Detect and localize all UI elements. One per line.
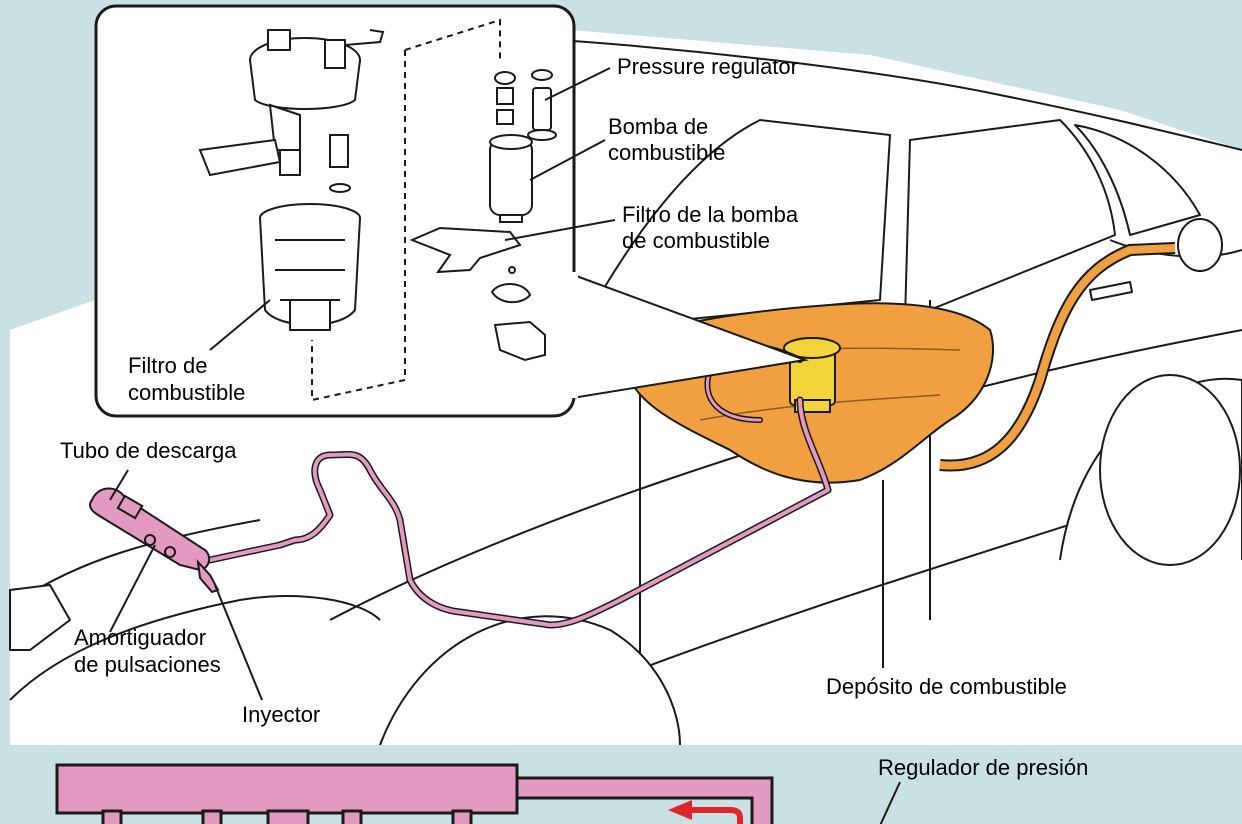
- car-front-window: [904, 119, 1116, 321]
- schematic-injector-1: [101, 809, 123, 824]
- label-fuel-tank: Depósito de combustible: [826, 674, 1067, 699]
- car-rear-wheel: [1099, 374, 1241, 566]
- label-fuel-pump-line1: Bomba de: [608, 114, 708, 139]
- return-flow-arrowhead: [668, 800, 692, 820]
- inset-panel: Pressure regulator Bomba de combustible …: [94, 4, 809, 418]
- car-rear-window: [1074, 124, 1201, 236]
- leader-pressure-regulator: [544, 67, 611, 101]
- label-pump-filter-line1: Filtro de la bomba: [622, 202, 799, 227]
- injector-shape: [196, 559, 220, 594]
- schematic-injector-5: [451, 809, 473, 824]
- explode-dashed-line: [311, 18, 501, 402]
- delivery-pipe: [89, 487, 220, 594]
- leader-pressure-regulator-es: [879, 781, 901, 824]
- leader-injector: [214, 584, 263, 701]
- label-pressure-regulator: Pressure regulator: [617, 54, 798, 79]
- leader-fuel-filter: [209, 299, 271, 351]
- pressure-regulator-component: [494, 69, 557, 141]
- car-roof: [559, 39, 1242, 151]
- label-damper-line2: de pulsaciones: [74, 652, 221, 677]
- label-delivery-pipe: Tubo de descarga: [60, 438, 237, 463]
- return-flow-arrow: [690, 807, 743, 824]
- car-front-wheel-arch: [379, 615, 681, 746]
- leader-lines: [209, 67, 616, 351]
- leader-delivery-pipe: [109, 469, 129, 501]
- label-injector: Inyector: [242, 702, 320, 727]
- inset-pointer-cover: [570, 272, 578, 398]
- fuel-filler-door: [1177, 218, 1223, 272]
- label-pressure-regulator-es: Regulador de presión: [878, 755, 1088, 780]
- schematic-injector-2: [201, 809, 223, 824]
- leader-pump-filter: [504, 219, 616, 241]
- leader-fuel-pump: [529, 139, 606, 181]
- schematic-injector-3: [266, 809, 310, 824]
- leader-damper: [109, 544, 156, 633]
- fuel-filler-pipe-fill: [939, 244, 1176, 470]
- fuel-line-fill: [208, 398, 830, 627]
- schematic-rail: [55, 763, 519, 815]
- injector-tip-2: [164, 546, 176, 558]
- car-windshield: [579, 119, 891, 331]
- schematic-injector-4: [341, 809, 363, 824]
- fuel-filter-component: [259, 203, 361, 331]
- pump-filter-component: [409, 226, 546, 362]
- car-door-handle: [1089, 281, 1133, 301]
- injector-tip: [144, 534, 156, 546]
- pulsation-damper: [116, 494, 144, 520]
- main-leader-lines: [109, 469, 884, 701]
- label-fuel-filter-line2: combustible: [128, 380, 245, 405]
- pump-housing-component: [198, 29, 385, 193]
- schematic-return-pipe: [515, 776, 774, 824]
- label-fuel-filter-line1: Filtro de: [128, 353, 207, 378]
- fuel-pump-component: [489, 134, 533, 223]
- fuel-pump-module-top: [783, 337, 841, 359]
- label-pump-filter-line2: de combustible: [622, 228, 770, 253]
- schematic-section: Regulador de presión: [55, 755, 1088, 824]
- label-damper-line1: Amortiguador: [74, 625, 206, 650]
- label-fuel-pump-line2: combustible: [608, 140, 725, 165]
- car-headlight: [9, 584, 71, 651]
